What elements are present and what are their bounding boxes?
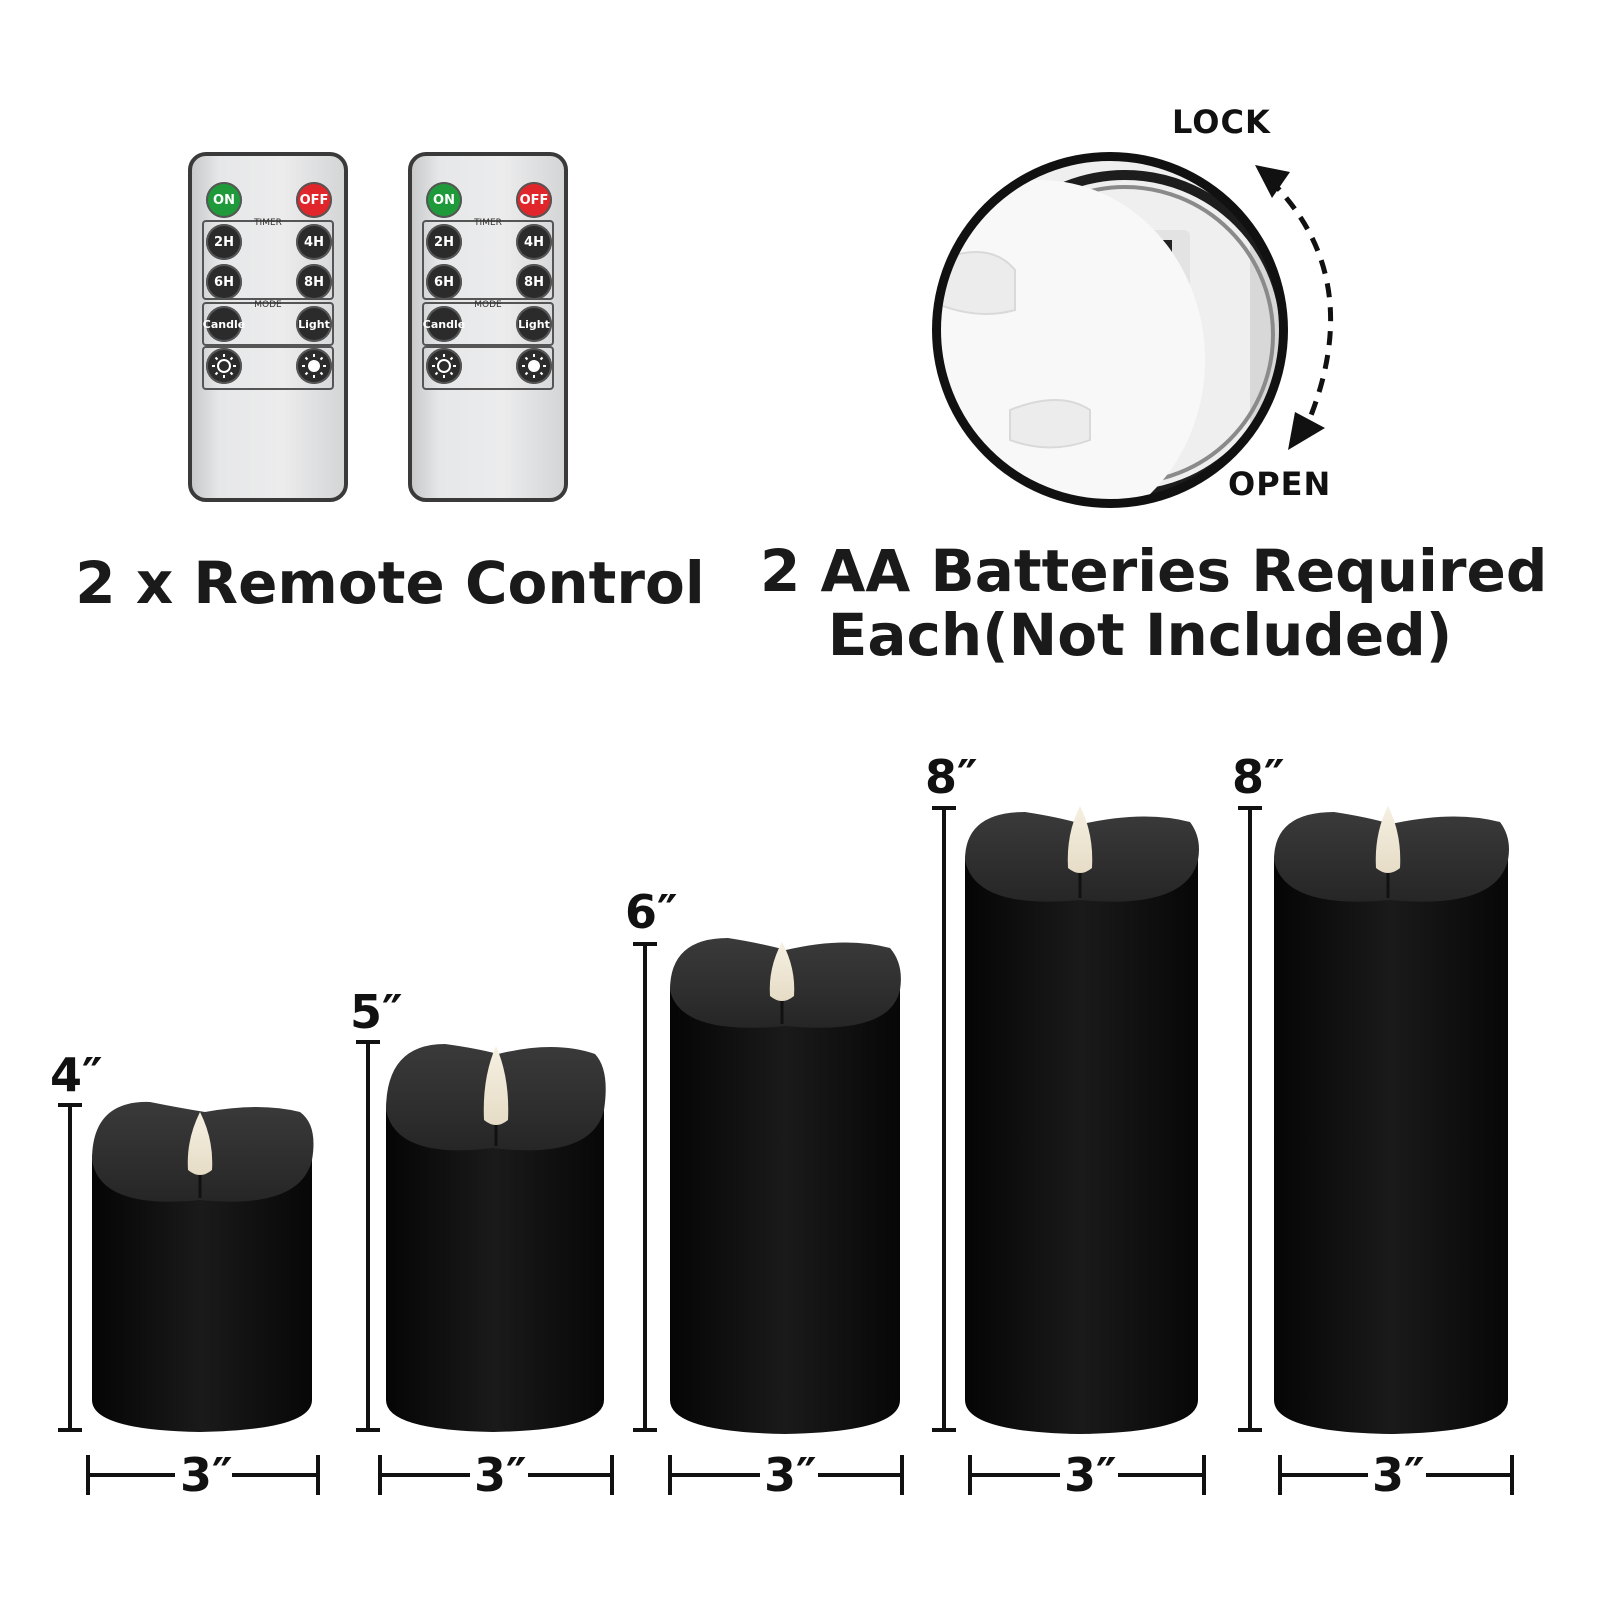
remote-control-1: ON OFF TIMER 2H 4H 6H 8H MODE Candle Lig… [188, 152, 348, 502]
candle-3-width-label: 3″ [764, 1448, 817, 1502]
candle-4-width-label: 3″ [1064, 1448, 1117, 1502]
brightness-down-icon [206, 348, 242, 384]
lock-label: LOCK [1172, 103, 1271, 141]
remote-caption: 2 x Remote Control [75, 549, 705, 617]
timer-2h-button: 2H [426, 224, 462, 260]
candle-8-inch-a [965, 806, 1199, 1434]
candle-5-width-label: 3″ [1372, 1448, 1425, 1502]
light-mode-button: Light [516, 306, 552, 342]
mode-group [422, 302, 554, 346]
rotate-arrow-icon [1255, 165, 1334, 450]
timer-8h-button: 8H [296, 264, 332, 300]
timer-group [422, 220, 554, 300]
candle-8-inch-b [1274, 806, 1509, 1434]
brightness-up-icon [516, 348, 552, 384]
mode-label: MODE [254, 300, 282, 310]
open-label: OPEN [1228, 465, 1332, 503]
remote-off-button: OFF [516, 182, 552, 218]
remote-on-button: ON [206, 182, 242, 218]
timer-6h-button: 6H [206, 264, 242, 300]
candle-mode-button: Candle [423, 306, 465, 342]
timer-4h-button: 4H [516, 224, 552, 260]
timer-group [202, 220, 334, 300]
timer-6h-button: 6H [426, 264, 462, 300]
width-dimension-lines [86, 1455, 1514, 1495]
height-dimension-lines [58, 806, 1262, 1432]
candle-4-height-label: 8″ [925, 750, 978, 804]
light-mode-button: Light [296, 306, 332, 342]
candles-illustration [58, 806, 1514, 1495]
timer-label: TIMER [474, 218, 502, 228]
brightness-group [202, 346, 334, 390]
battery-caption-line1: 2 AA Batteries Required [760, 537, 1548, 605]
candle-6-inch [670, 938, 901, 1434]
candle-2-height-label: 5″ [350, 985, 403, 1039]
timer-2h-button: 2H [206, 224, 242, 260]
brightness-up-icon [296, 348, 332, 384]
timer-label: TIMER [254, 218, 282, 228]
candle-4-inch [92, 1101, 314, 1432]
candle-3-height-label: 6″ [625, 885, 678, 939]
battery-caption-line2: Each(Not Included) [827, 601, 1453, 669]
candle-1-height-label: 4″ [50, 1048, 103, 1102]
remote-on-button: ON [426, 182, 462, 218]
mode-label: MODE [474, 300, 502, 310]
battery-compartment-image [932, 152, 1288, 508]
candle-mode-button: Candle [203, 306, 245, 342]
mode-group [202, 302, 334, 346]
candle-5-inch [386, 1044, 606, 1432]
timer-8h-button: 8H [516, 264, 552, 300]
remote-control-2: ON OFF TIMER 2H 4H 6H 8H MODE Candle Lig… [408, 152, 568, 502]
timer-4h-button: 4H [296, 224, 332, 260]
candle-5-height-label: 8″ [1232, 750, 1285, 804]
remote-off-button: OFF [296, 182, 332, 218]
candle-2-width-label: 3″ [474, 1448, 527, 1502]
brightness-group [422, 346, 554, 390]
brightness-down-icon [426, 348, 462, 384]
candle-1-width-label: 3″ [180, 1448, 233, 1502]
